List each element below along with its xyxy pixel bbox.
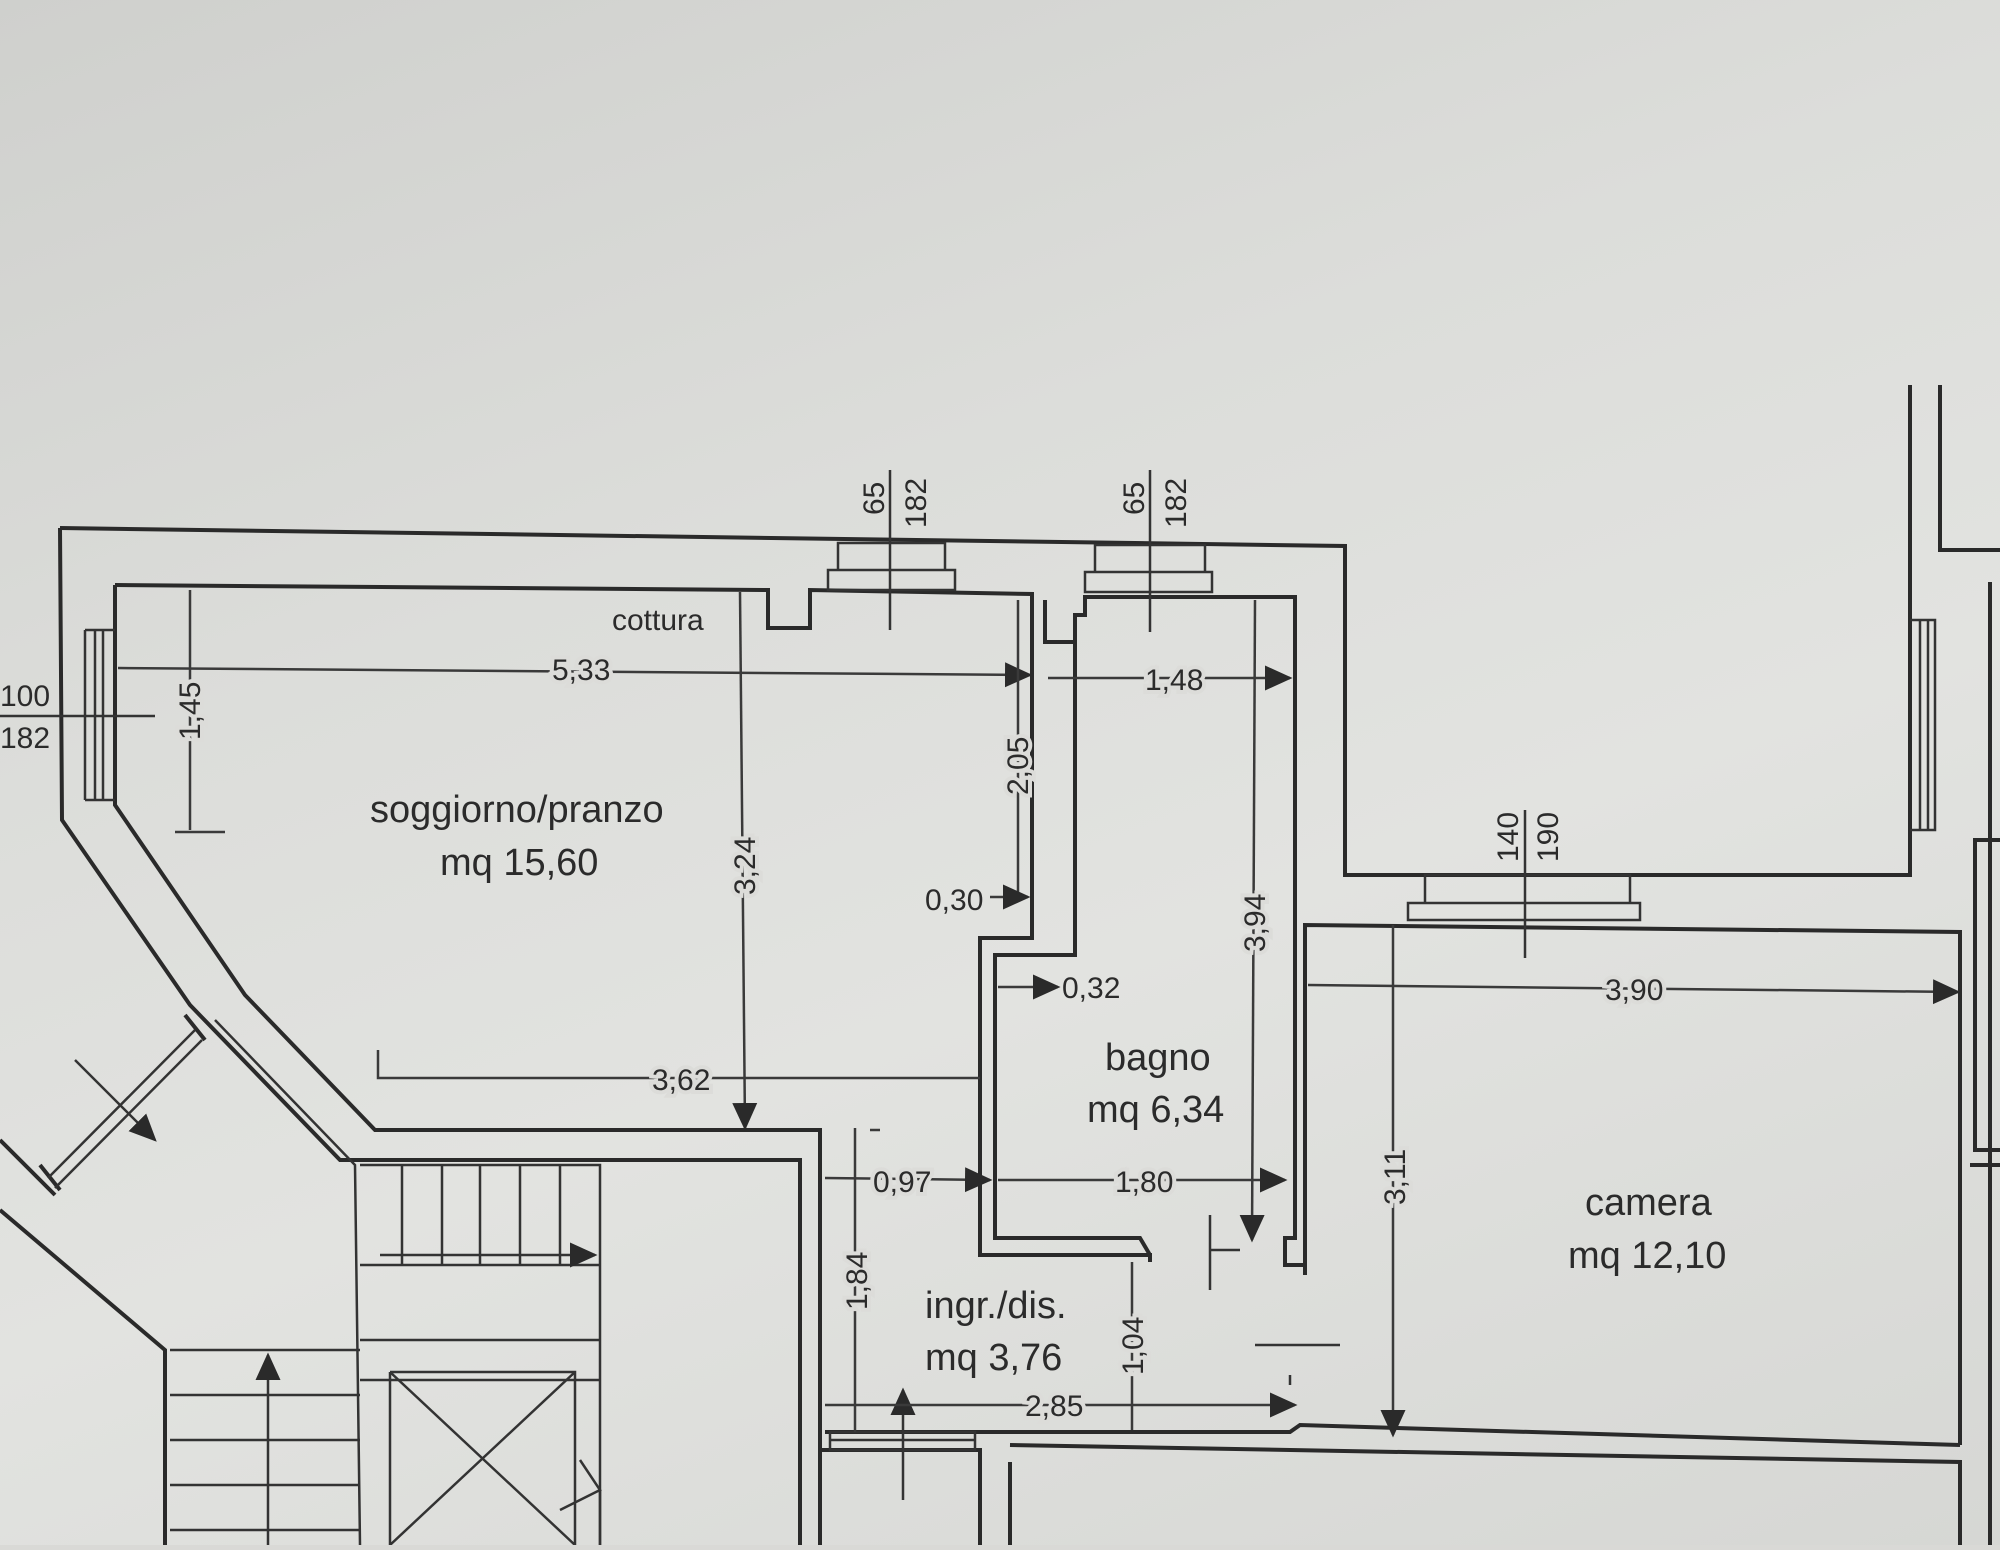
stair-treads-lower (170, 1348, 360, 1532)
window-left-top: 100 (0, 680, 50, 713)
door-marks (1208, 1215, 1340, 1385)
dim-324: 3,24 (729, 837, 762, 895)
dim-390: 3,90 (1605, 974, 1663, 1007)
dim-394: 3,94 (1239, 894, 1272, 952)
dim-311: 3,11 (1379, 1149, 1412, 1205)
window-left-bottom: 182 (0, 722, 50, 755)
room-bagno-name: bagno (1105, 1037, 1211, 1079)
dim-180: 1,80 (1115, 1166, 1173, 1199)
camera-wall (1303, 922, 1962, 1445)
dim-145: 1,45 (174, 682, 207, 740)
window-kitchen-top: 65 (858, 482, 891, 515)
dim-148: 1,48 (1145, 664, 1203, 697)
dim-205: 2,05 (1002, 737, 1035, 795)
outer-wall-top (59, 385, 1912, 877)
window-bath (1083, 543, 1214, 594)
outer-wall-left (58, 527, 802, 1545)
dim-285: 2,85 (1025, 1390, 1083, 1423)
bottom-outer-wall (820, 1443, 1962, 1545)
window-bath-top: 65 (1118, 482, 1151, 515)
window-kitchen (826, 541, 957, 592)
dim-533: 5,33 (552, 654, 610, 687)
cottura-label: cottura (612, 604, 704, 637)
room-ingresso-area: mq 3,76 (925, 1337, 1062, 1379)
dim-line-324 (732, 591, 758, 1131)
camera-bottom-wall (825, 1422, 1961, 1447)
bath-wall-left (993, 600, 1152, 1257)
stair-inner-wall (214, 1019, 362, 1546)
stair-treads-upper (360, 1163, 602, 1545)
room-camera-name: camera (1585, 1182, 1713, 1224)
room-camera-area: mq 12,10 (1568, 1235, 1726, 1277)
dim-line-394 (1239, 599, 1265, 1243)
dim-362: 3,62 (652, 1064, 710, 1097)
soggiorno-top-inner (114, 583, 1152, 1262)
room-ingresso-name: ingr./dis. (925, 1285, 1067, 1327)
right-structure (1938, 385, 2000, 1545)
right-window (1910, 618, 1937, 832)
window-camera (1406, 873, 1642, 922)
dim-184: 1,84 (841, 1252, 874, 1310)
soggiorno-inner-wall (113, 585, 822, 1545)
dim-line-533 (117, 662, 1033, 688)
window-camera-top: 140 (1492, 812, 1525, 862)
window-camera-bottom: 190 (1532, 812, 1565, 862)
walls (58, 385, 2000, 1545)
elevator-door (559, 1459, 602, 1512)
room-soggiorno-name: soggiorno/pranzo (370, 789, 664, 831)
dim-104: 1,04 (1117, 1317, 1150, 1375)
dim-032: 0,32 (1062, 972, 1120, 1005)
window-bath-bottom: 182 (1160, 478, 1193, 528)
windows (0, 470, 1642, 1500)
stair-door-arrow (74, 1059, 157, 1142)
elevator-shaft (388, 1370, 577, 1546)
stair-left-wall (0, 1138, 167, 1545)
dim-097: 0,97 (873, 1166, 931, 1199)
dim-line-362 (376, 1050, 980, 1080)
dim-030: 0,30 (925, 884, 983, 917)
dim-line-097 (824, 1167, 993, 1193)
dim-line-145 (175, 590, 225, 834)
stairwell (0, 1013, 602, 1546)
dim-line-184 (853, 1128, 880, 1432)
room-bagno-area: mq 6,34 (1087, 1089, 1224, 1131)
dimension-lines (117, 590, 1961, 1438)
bath-wall-top (1073, 595, 1307, 1275)
room-soggiorno-area: mq 15,60 (440, 842, 598, 884)
dim-line-390 (1307, 979, 1961, 1005)
window-kitchen-bottom: 182 (900, 478, 933, 528)
